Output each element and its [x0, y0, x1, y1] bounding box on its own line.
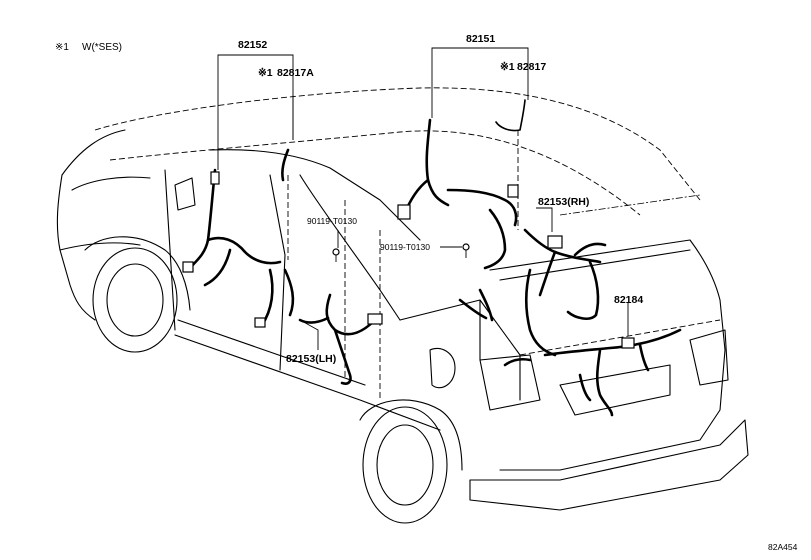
label-82153rh: 82153(RH)	[538, 196, 589, 208]
front-wheel	[92, 247, 178, 353]
license-plate-area	[559, 364, 671, 416]
harness-82153-lh	[298, 293, 383, 385]
harness-82151	[397, 99, 526, 322]
side-mirror	[174, 177, 196, 211]
vehicle-body	[56, 87, 749, 524]
harness-82184	[503, 328, 682, 417]
connector-82184	[621, 337, 635, 349]
fuel-flap	[429, 347, 456, 389]
connector-82151-roof	[397, 204, 411, 220]
connector-82153lh	[367, 313, 383, 325]
rear-wheel	[362, 406, 448, 524]
label-82152: 82152	[238, 39, 267, 51]
harness-82152	[182, 148, 295, 328]
label-82817a-mark: ※1	[258, 67, 273, 79]
label-82817a: 82817A	[277, 67, 314, 79]
connector-82151-b	[507, 184, 519, 198]
label-82817-mark: ※1	[500, 61, 515, 73]
tail-lamp-left	[479, 354, 541, 411]
label-82817: 82817	[517, 61, 546, 73]
leader-82152	[217, 54, 294, 260]
label-90119-right: 90119-T0130	[380, 242, 430, 252]
connector-82152-front	[182, 261, 194, 273]
label-82151: 82151	[466, 33, 495, 45]
note-text: W(*SES)	[82, 42, 122, 53]
harness-82153-rh	[523, 228, 607, 357]
connector-82152-low	[254, 317, 266, 328]
leader-82153lh	[299, 319, 319, 350]
tail-lamp-right	[689, 329, 729, 386]
leader-82153rh	[536, 207, 553, 232]
bolt-90119-right	[462, 243, 470, 258]
leader-82151	[431, 47, 529, 230]
rear-bumper	[469, 419, 749, 511]
bolt-90119-left	[332, 248, 340, 262]
label-82153lh: 82153(LH)	[286, 353, 336, 365]
connector-82153rh	[547, 235, 563, 249]
connector-82152-top	[210, 171, 220, 185]
label-90119-left: 90119-T0130	[307, 216, 357, 226]
diagram-id: 82A454	[768, 542, 798, 552]
label-82184: 82184	[614, 294, 643, 306]
note-mark: ※1	[55, 42, 69, 53]
